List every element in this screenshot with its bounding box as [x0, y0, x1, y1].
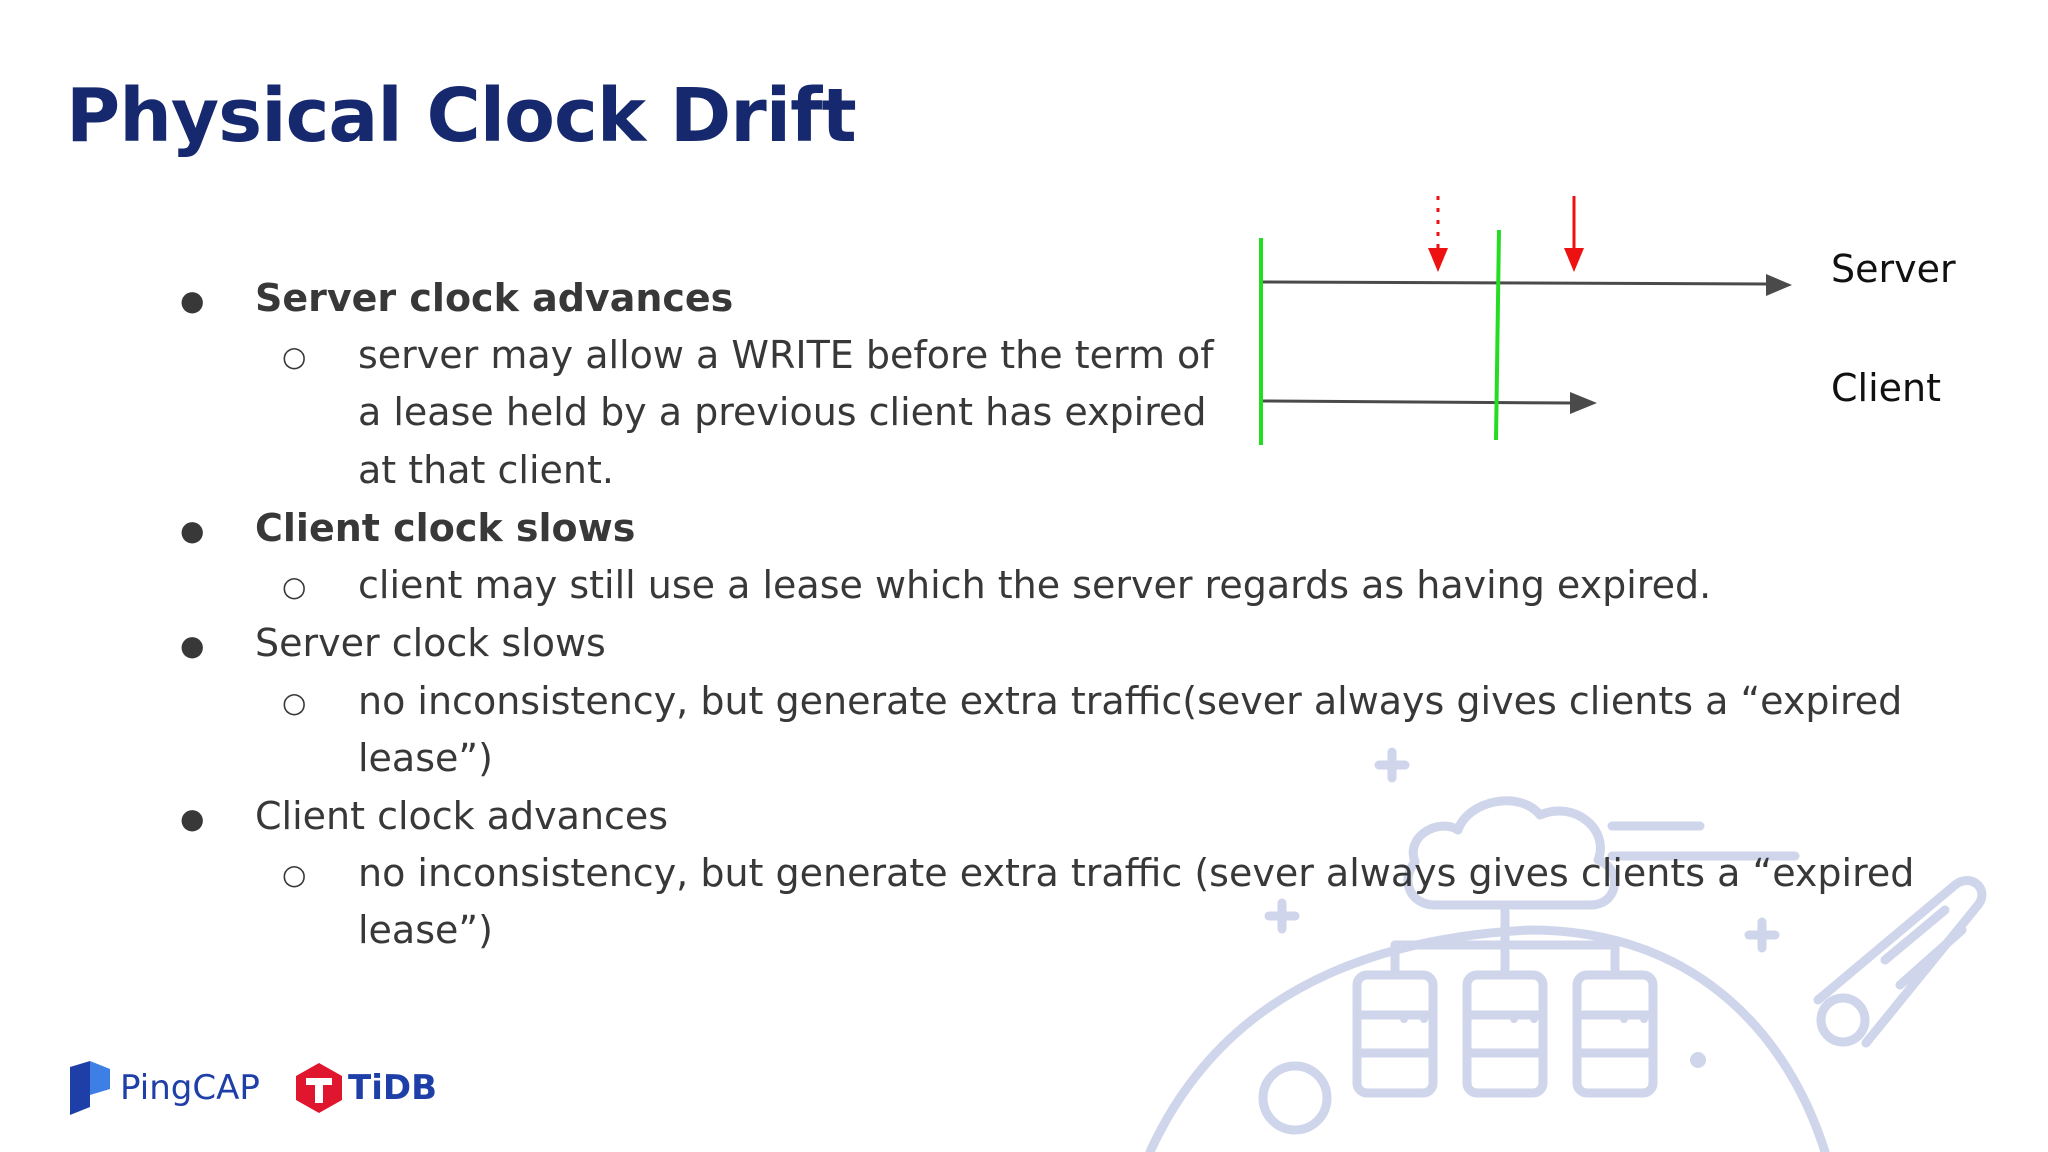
pingcap-logo-text: PingCAP	[120, 1068, 260, 1108]
server-timeline	[1262, 280, 1769, 286]
expected-expiry-arrowhead	[1428, 248, 1448, 272]
client-timeline	[1262, 399, 1573, 405]
server-timeline-arrowhead	[1766, 274, 1792, 296]
pingcap-logo-icon	[70, 1061, 110, 1115]
server-label: Server	[1831, 247, 1956, 291]
tidb-logo: TiDB	[296, 1060, 437, 1116]
slide-title: Physical Clock Drift	[66, 73, 857, 159]
pingcap-logo: PingCAP	[68, 1060, 260, 1116]
client-timeline-arrowhead	[1570, 392, 1597, 414]
client-label: Client	[1831, 366, 1942, 410]
actual-expiry-arrowhead	[1564, 248, 1584, 272]
tidb-logo-icon	[296, 1063, 342, 1113]
tidb-logo-text: TiDB	[348, 1068, 437, 1108]
lease-end-boundary	[1494, 229, 1501, 441]
